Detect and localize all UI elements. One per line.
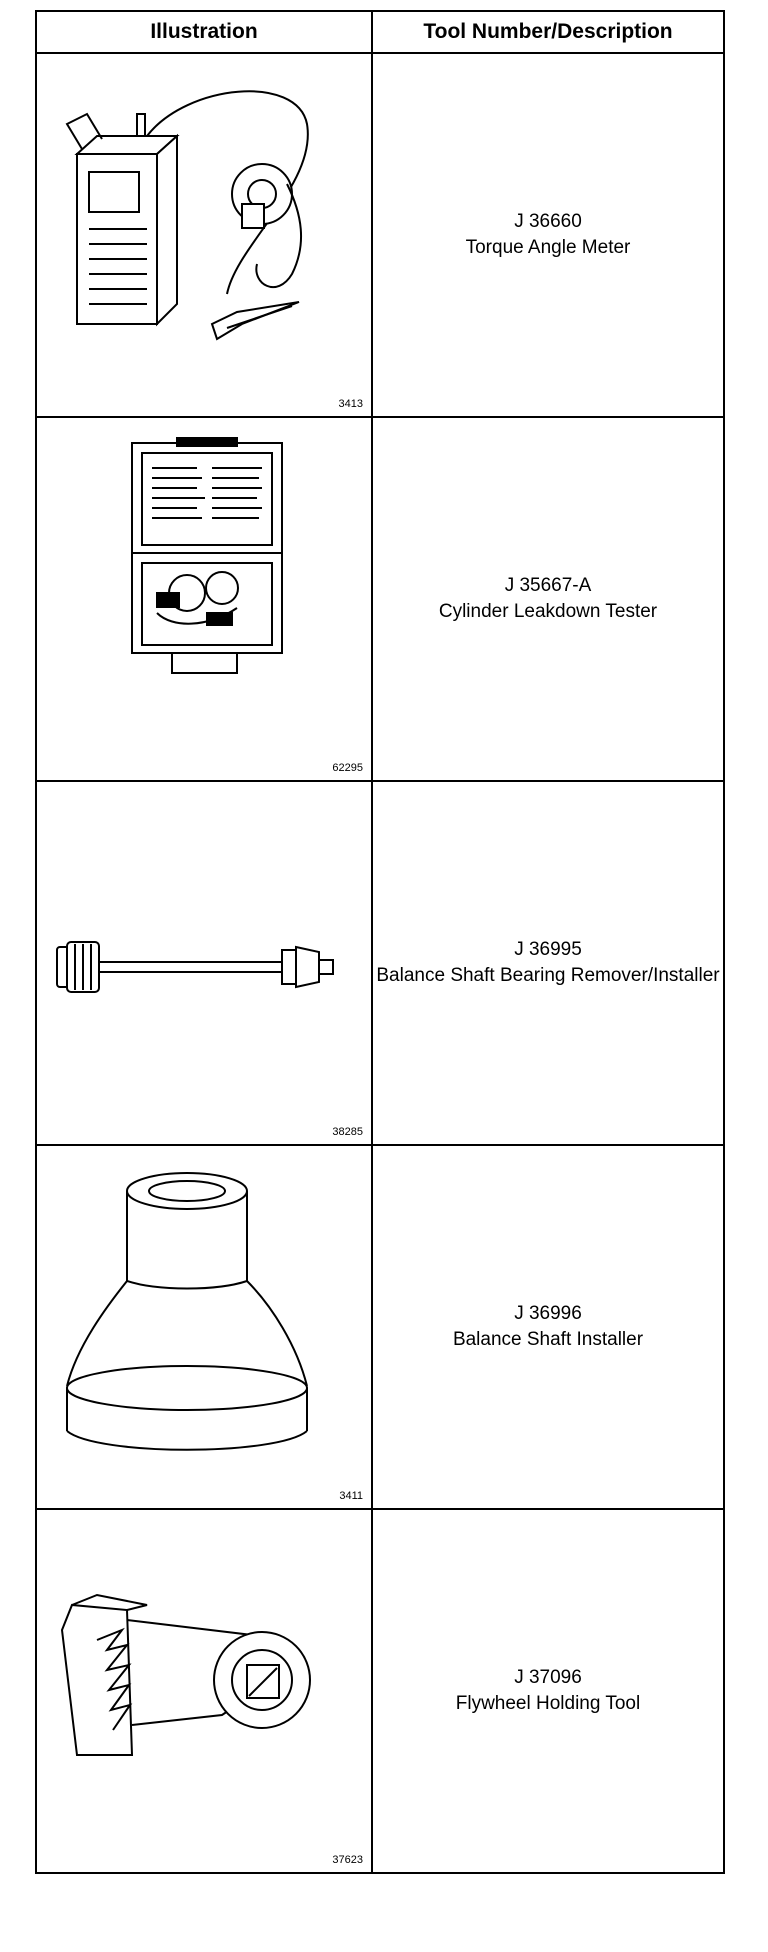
tool-description: Flywheel Holding Tool xyxy=(455,1693,641,1714)
tool-description: Balance Shaft Bearing Remover/Installer xyxy=(376,965,720,986)
description-cell: J 35667-A Cylinder Leakdown Tester xyxy=(371,416,725,782)
illustration-cell: 38285 xyxy=(35,780,373,1146)
description-cell: J 37096 Flywheel Holding Tool xyxy=(371,1508,725,1874)
figure-number: 37623 xyxy=(332,1854,363,1866)
leakdown-tester-case-icon xyxy=(131,437,283,674)
illustration-cell: 3411 xyxy=(35,1144,373,1510)
torque-angle-meter-icon xyxy=(65,90,309,341)
table-row: 3413 J 36660 Torque Angle Meter xyxy=(35,52,725,418)
description-cell: J 36996 Balance Shaft Installer xyxy=(371,1144,725,1510)
figure-number: 38285 xyxy=(332,1126,363,1138)
balance-shaft-installer-icon xyxy=(66,1172,308,1451)
bearing-remover-rod-icon xyxy=(56,941,334,993)
figure-number: 3411 xyxy=(339,1490,363,1502)
table-row: 38285 J 36995 Balance Shaft Bearing Remo… xyxy=(35,780,725,1146)
table-row: 37623 J 37096 Flywheel Holding Tool xyxy=(35,1508,725,1874)
illustration-cell: 62295 xyxy=(35,416,373,782)
figure-number: 3413 xyxy=(338,398,363,410)
tool-description: Cylinder Leakdown Tester xyxy=(438,601,658,622)
tool-table: Illustration Tool Number/Description xyxy=(35,10,725,1874)
tool-number: J 37096 xyxy=(514,1667,582,1689)
table-row: 62295 J 35667-A Cylinder Leakdown Tester xyxy=(35,416,725,782)
illustration-cell: 3413 xyxy=(35,52,373,418)
tool-number: J 36660 xyxy=(514,211,582,233)
figure-number: 62295 xyxy=(332,762,363,774)
tool-description: Torque Angle Meter xyxy=(465,237,631,258)
tool-description: Balance Shaft Installer xyxy=(452,1329,644,1350)
table-row: 3411 J 36996 Balance Shaft Installer xyxy=(35,1144,725,1510)
header-row: Illustration Tool Number/Description xyxy=(35,10,725,54)
header-illustration: Illustration xyxy=(35,10,373,54)
illustration-cell: 37623 xyxy=(35,1508,373,1874)
header-tool: Tool Number/Description xyxy=(371,10,725,54)
tool-number: J 35667-A xyxy=(504,575,592,597)
description-cell: J 36660 Torque Angle Meter xyxy=(371,52,725,418)
description-cell: J 36995 Balance Shaft Bearing Remover/In… xyxy=(371,780,725,1146)
tool-number: J 36995 xyxy=(514,939,582,961)
flywheel-holding-tool-icon xyxy=(60,1593,311,1756)
tool-number: J 36996 xyxy=(514,1303,582,1325)
